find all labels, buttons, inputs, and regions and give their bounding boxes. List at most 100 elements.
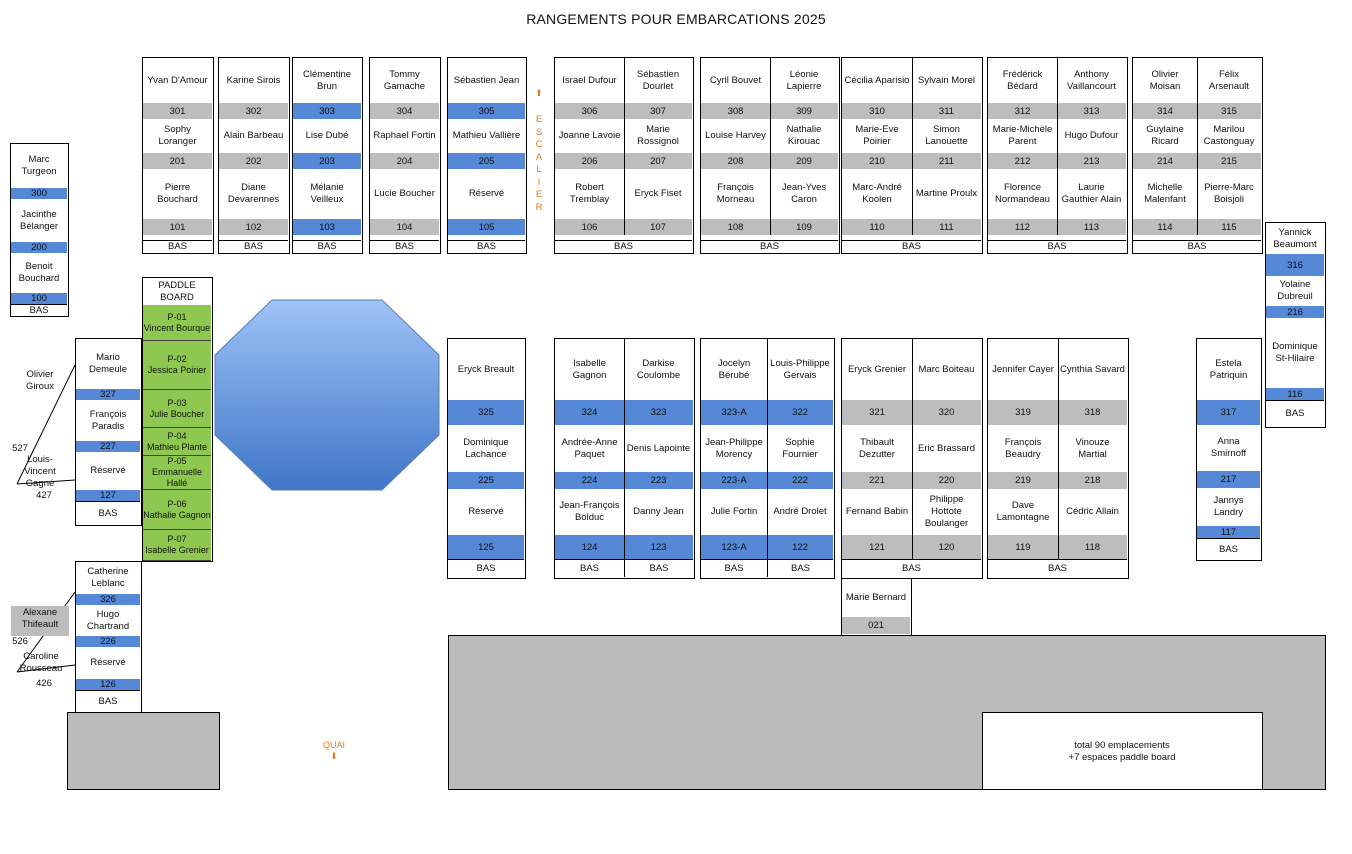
slot-number: 205: [448, 153, 525, 169]
slot-name: Cécilia Aparisio: [844, 74, 910, 86]
paddle-name: Jessica Poirier: [147, 365, 207, 375]
slot-number: 314: [1133, 103, 1197, 119]
slot-name: Clémentine Brun: [302, 68, 352, 92]
slot-number: 220: [912, 472, 981, 489]
bas-label: BAS: [293, 240, 361, 252]
slot-number: 218: [1058, 472, 1127, 489]
slot-name: François Beaudry: [1004, 436, 1042, 460]
slot-name: Pierre Bouchard: [157, 182, 198, 205]
slot-number: 319: [988, 400, 1058, 425]
slot-name: Marc-André Koolen: [852, 182, 902, 205]
slot-number: 327: [76, 389, 140, 400]
slot-name: Nathalie Kirouac: [786, 124, 822, 147]
escalier-marker: ⬆: [535, 88, 543, 98]
slot-number: 109: [770, 219, 838, 235]
slot-number: 221: [842, 472, 912, 489]
dock-block-left: [67, 712, 220, 790]
slot-name: Mélanie Veilleux: [310, 182, 344, 205]
slot-number: 325: [448, 400, 524, 425]
bas-label: BAS: [11, 304, 67, 316]
right-rack: Yannick Beaumont 316 Yolaine Dubreuil 21…: [1265, 222, 1326, 428]
slot-name: Florence Normandeau: [995, 182, 1050, 205]
slot-name: Eryck Fiset: [634, 188, 682, 199]
slot-name: Marc Turgeon: [21, 154, 57, 177]
slot-number: 104: [370, 219, 439, 235]
paddle-name: Isabelle Grenier: [145, 545, 209, 555]
slot-number: 316: [1266, 254, 1324, 276]
slot-name: Lucie Boucher: [374, 188, 435, 199]
slot-name: Anthony Vaillancourt: [1067, 68, 1116, 92]
slot-name: Raphael Fortin: [373, 130, 436, 141]
slot-name: Marilou Castonguay: [1203, 124, 1255, 147]
alexane-highlight: [11, 606, 69, 636]
bas-label: BAS: [448, 240, 525, 252]
page-title: RANGEMENTS POUR EMBARCATIONS 2025: [526, 11, 826, 27]
slot-name: Jannys Landry: [1213, 495, 1244, 518]
quai-marker: ⬇: [330, 751, 338, 761]
paddle-name: Mathieu Plante: [146, 441, 208, 452]
slot-name: Louise Harvey: [705, 130, 766, 141]
slot-name: François Paradis: [89, 408, 127, 432]
slot-name: François Morneau: [716, 182, 755, 205]
slot-number: 309: [770, 103, 838, 119]
slot-number: 326: [76, 594, 140, 605]
slot-number: 222: [767, 472, 833, 489]
slot-number: 308: [701, 103, 770, 119]
paddle-code: P-01: [167, 311, 187, 322]
slot-name: Martine Proulx: [915, 188, 978, 199]
escalier-letter: L: [536, 164, 542, 175]
quai-label: QUAI: [322, 740, 345, 750]
slot-number: 323-A: [701, 400, 767, 425]
slot-name: Thibault Dezutter: [859, 436, 895, 460]
slot-name: Mario Demeule: [88, 352, 128, 375]
slot-number: 322: [767, 400, 833, 425]
slot-number: 200: [11, 242, 67, 253]
slot-number: 202: [219, 153, 288, 169]
slot-name: Hugo Dufour: [1064, 130, 1119, 141]
slot-name: Eryck Breault: [457, 363, 515, 375]
slot-number: 307: [624, 103, 692, 119]
slot-name: Danny Jean: [633, 506, 684, 517]
bas-label: BAS: [768, 559, 833, 577]
left-mid-rack: Mario Demeule 327 François Paradis 227 R…: [75, 338, 142, 526]
slot-number: 300: [11, 188, 67, 199]
bas-label: BAS: [555, 240, 692, 252]
slot-name: Julie Fortin: [710, 506, 758, 517]
paddle-name: Emmanuelle Hallé: [151, 467, 203, 488]
slot-name: Philippe Hottote Boulanger: [924, 494, 969, 529]
slot-name: Israel Dufour: [562, 74, 617, 86]
slot-name: Eric Brassard: [917, 442, 975, 454]
slot-number: 214: [1133, 153, 1197, 169]
divider: [624, 339, 625, 577]
slot-name: Vinouze Martial: [1075, 436, 1110, 460]
bas-label: BAS: [701, 240, 838, 252]
slot-number: 115: [1197, 219, 1261, 235]
slot-number: 119: [988, 535, 1058, 559]
slot-number: 105: [448, 219, 525, 235]
slot-name: Réservé: [90, 657, 126, 668]
slot-name: Jean-Philippe Morency: [705, 436, 763, 460]
slot-number: 204: [370, 153, 439, 169]
slot-number: 304: [370, 103, 439, 119]
slot-number: 226: [76, 636, 140, 647]
escalier-letter: A: [535, 151, 543, 163]
slot-number: 201: [143, 153, 212, 169]
escalier-letter: E: [535, 114, 543, 125]
slot-name: Cyril Bouvet: [709, 74, 762, 86]
slot-name: Louis-Philippe Gervais: [770, 357, 830, 381]
total-box: total 90 emplacements +7 espaces paddle …: [982, 712, 1263, 790]
slot-number: 123: [624, 535, 693, 559]
paddle-code: P-07: [167, 534, 187, 544]
slot-name: Benoit Bouchard: [18, 261, 60, 284]
slot-name: Fernand Babin: [845, 506, 909, 517]
slot-name: Yannick Beaumont: [1273, 226, 1317, 250]
